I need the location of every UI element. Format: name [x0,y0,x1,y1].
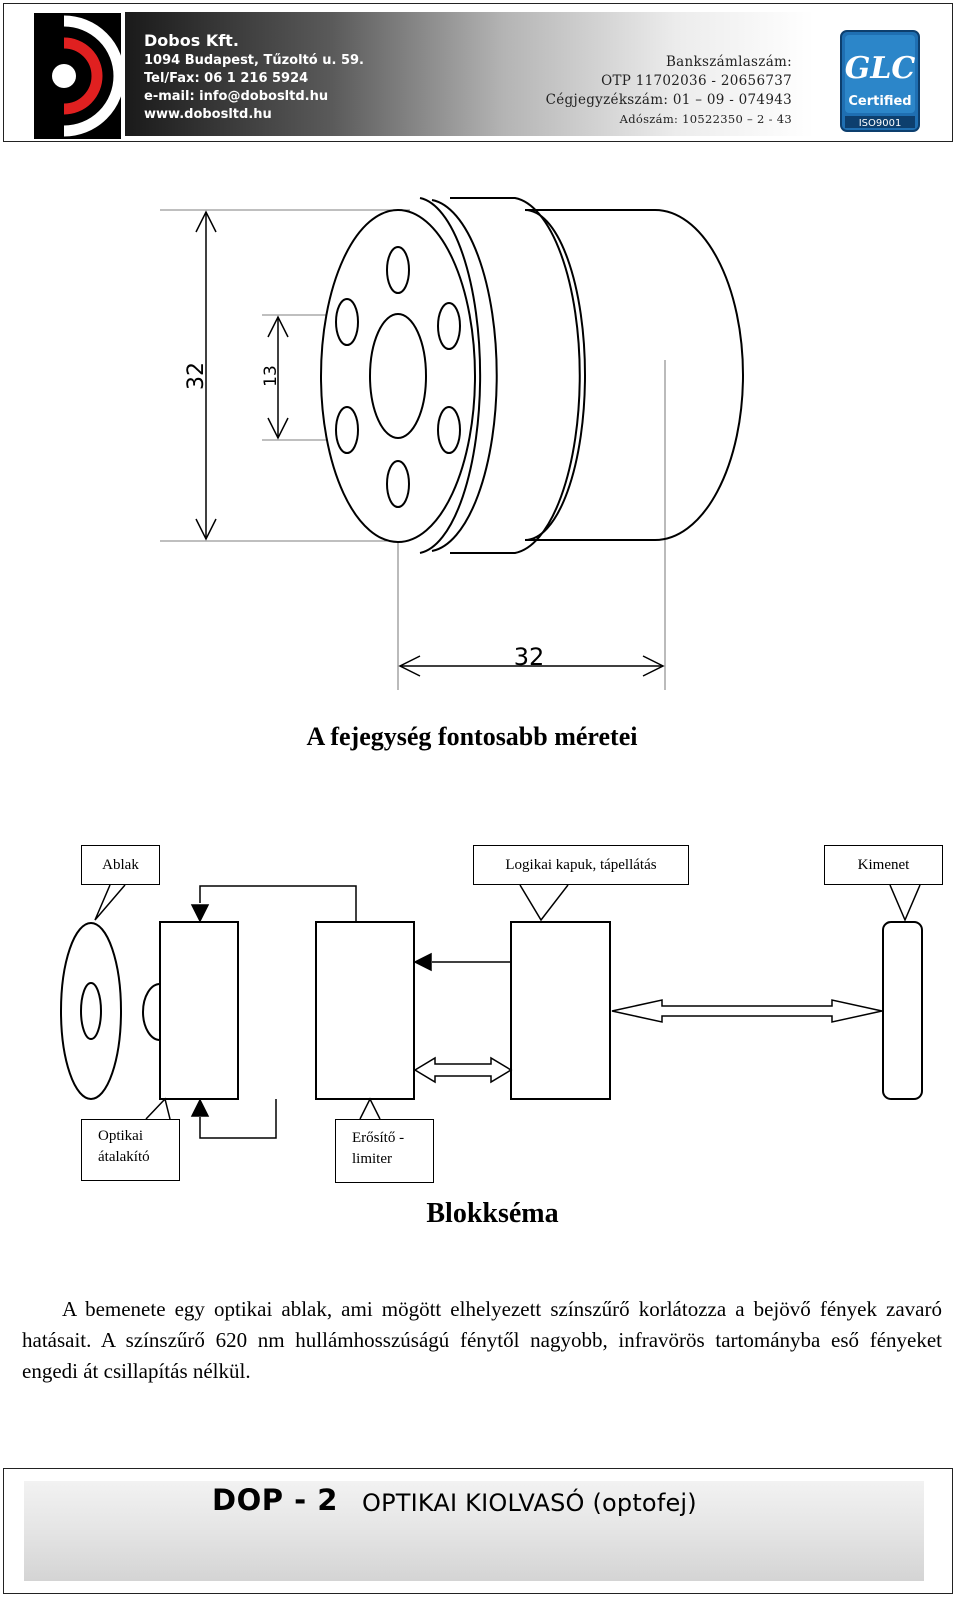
label-optikai-line1: Optikai [98,1128,143,1144]
label-erosito-line1: Erősítő - [352,1130,405,1146]
bank-account: OTP 11702036 - 20656737 [601,73,792,89]
block-diagram-title: Blokkséma [426,1198,559,1229]
product-code: DOP - 2 [212,1483,338,1517]
bank-info: Bankszámlaszám: OTP 11702036 - 20656737 … [546,53,792,129]
company-web: www.dobosltd.hu [144,107,272,122]
description-paragraph: A bemenete egy optikai ablak, ami mögött… [22,1294,942,1387]
product-photo [24,1481,924,1581]
dim-width-label: 32 [514,643,545,671]
header-band [125,12,814,136]
glc-certified-badge: GLC Certified ISO9001 [840,30,920,132]
company-address: 1094 Budapest, Tűzoltó u. 59. [144,53,364,68]
logic-gates-block [510,921,611,1100]
dim-inner-label: 13 [261,365,281,387]
label-optikai-line2: átalakító [98,1149,150,1165]
optical-converter-block [159,921,239,1100]
label-erosito-limiter: Erősítő - limiter [335,1119,434,1183]
bank-label: Bankszámlaszám: [665,54,792,70]
label-optikai-atalakito: Optikai átalakító [81,1119,180,1181]
company-contact: Dobos Kft. 1094 Budapest, Tűzoltó u. 59.… [144,32,364,124]
dimension-drawing-title: A fejegység fontosabb méretei [306,722,638,751]
cert-sub: Certified [848,94,911,109]
description-text: A bemenete egy optikai ablak, ami mögött… [22,1297,942,1383]
optical-window [60,922,122,1100]
block-diagram [60,921,923,1100]
product-name: OPTIKAI KIOLVASÓ (optofej) [362,1489,697,1517]
company-email: e-mail: info@dobosltd.hu [144,89,329,104]
label-kimenet: Kimenet [824,845,943,885]
label-ablak: Ablak [81,845,160,885]
amplifier-limiter-block [315,921,415,1100]
product-footer: DOP - 2 OPTIKAI KIOLVASÓ (optofej) [3,1468,953,1594]
company-logo [34,13,121,139]
label-logikai-kapuk: Logikai kapuk, tápellátás [473,845,689,885]
tax-number: Adószám: 10522350 – 2 - 43 [619,112,792,126]
company-telfax: Tel/Fax: 06 1 216 5924 [144,71,309,86]
company-registration: Cégjegyzékszám: 01 – 09 - 074943 [545,92,792,108]
cert-text: GLC [845,51,916,86]
output-connector [882,921,923,1100]
dim-height-label: 32 [184,362,209,390]
label-erosito-line2: limiter [352,1151,392,1167]
company-name: Dobos Kft. [144,31,239,50]
cert-iso: ISO9001 [859,118,902,129]
letterhead: Dobos Kft. 1094 Budapest, Tűzoltó u. 59.… [3,3,953,142]
